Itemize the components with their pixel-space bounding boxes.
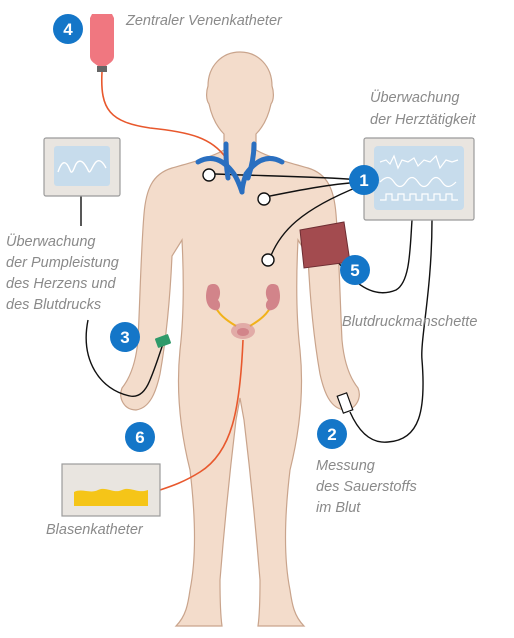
badge-6: 6 [125,422,155,452]
infusion-bag-icon [90,14,114,72]
badge-5: 5 [340,255,370,285]
badge-4-number: 4 [63,20,73,39]
label-blood-pressure-cuff: Blutdruckmanschette [342,314,477,330]
blood-pressure-cuff-icon [300,222,350,268]
infusion-bag-port [97,66,107,72]
badge-1: 1 [349,165,379,195]
waveform-monitor-icon [44,138,120,196]
badge-4: 4 [53,14,83,44]
label-heart-monitoring: Überwachung der Herztätigkeit [370,88,477,128]
label-bladder-catheter: Blasenkatheter [46,522,144,538]
label-pump-monitoring: Überwachung der Pumpleistung des Herzens… [6,232,123,313]
badge-6-number: 6 [135,428,144,447]
bladder [231,323,255,339]
badge-3: 3 [110,322,140,352]
badge-2: 2 [317,419,347,449]
badge-3-number: 3 [120,328,129,347]
electrode-3 [262,254,274,266]
badge-2-number: 2 [327,425,336,444]
urine-bag-icon [62,464,160,516]
electrode-1 [203,169,215,181]
electrode-2 [258,193,270,205]
badge-1-number: 1 [359,171,368,190]
label-central-venous-catheter: Zentraler Venenkatheter [125,13,283,29]
label-oxygen-measurement: Messung des Sauerstoffs im Blut [316,458,421,516]
bladder-inner [237,328,249,336]
badge-5-number: 5 [350,261,359,280]
ecg-monitor-icon [364,138,474,220]
